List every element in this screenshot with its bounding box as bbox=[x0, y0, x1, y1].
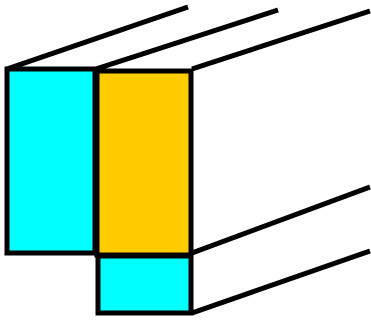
lower-cyan-block bbox=[98, 256, 191, 313]
orange-block bbox=[97, 71, 191, 255]
left-cyan-block bbox=[7, 69, 95, 253]
